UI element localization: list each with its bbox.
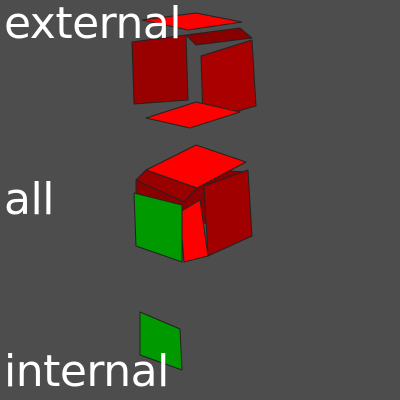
external-faces-group: [131, 12, 257, 129]
all-right-face: [203, 169, 253, 257]
external-back-right-face: [185, 27, 253, 46]
all-faces-group: [133, 144, 253, 263]
external-label: external: [4, 0, 182, 49]
all-top-left-rim: [135, 169, 198, 203]
internal-faces-group: [139, 311, 183, 371]
external-bottom-face: [145, 101, 241, 129]
all-front-internal-face: [133, 192, 183, 263]
internal-label: internal: [4, 346, 169, 397]
external-top-face: [141, 12, 243, 31]
all-label: all: [4, 174, 54, 225]
external-right-face: [200, 39, 257, 122]
internal-face: [139, 311, 183, 371]
external-back-left-face: [131, 34, 189, 105]
